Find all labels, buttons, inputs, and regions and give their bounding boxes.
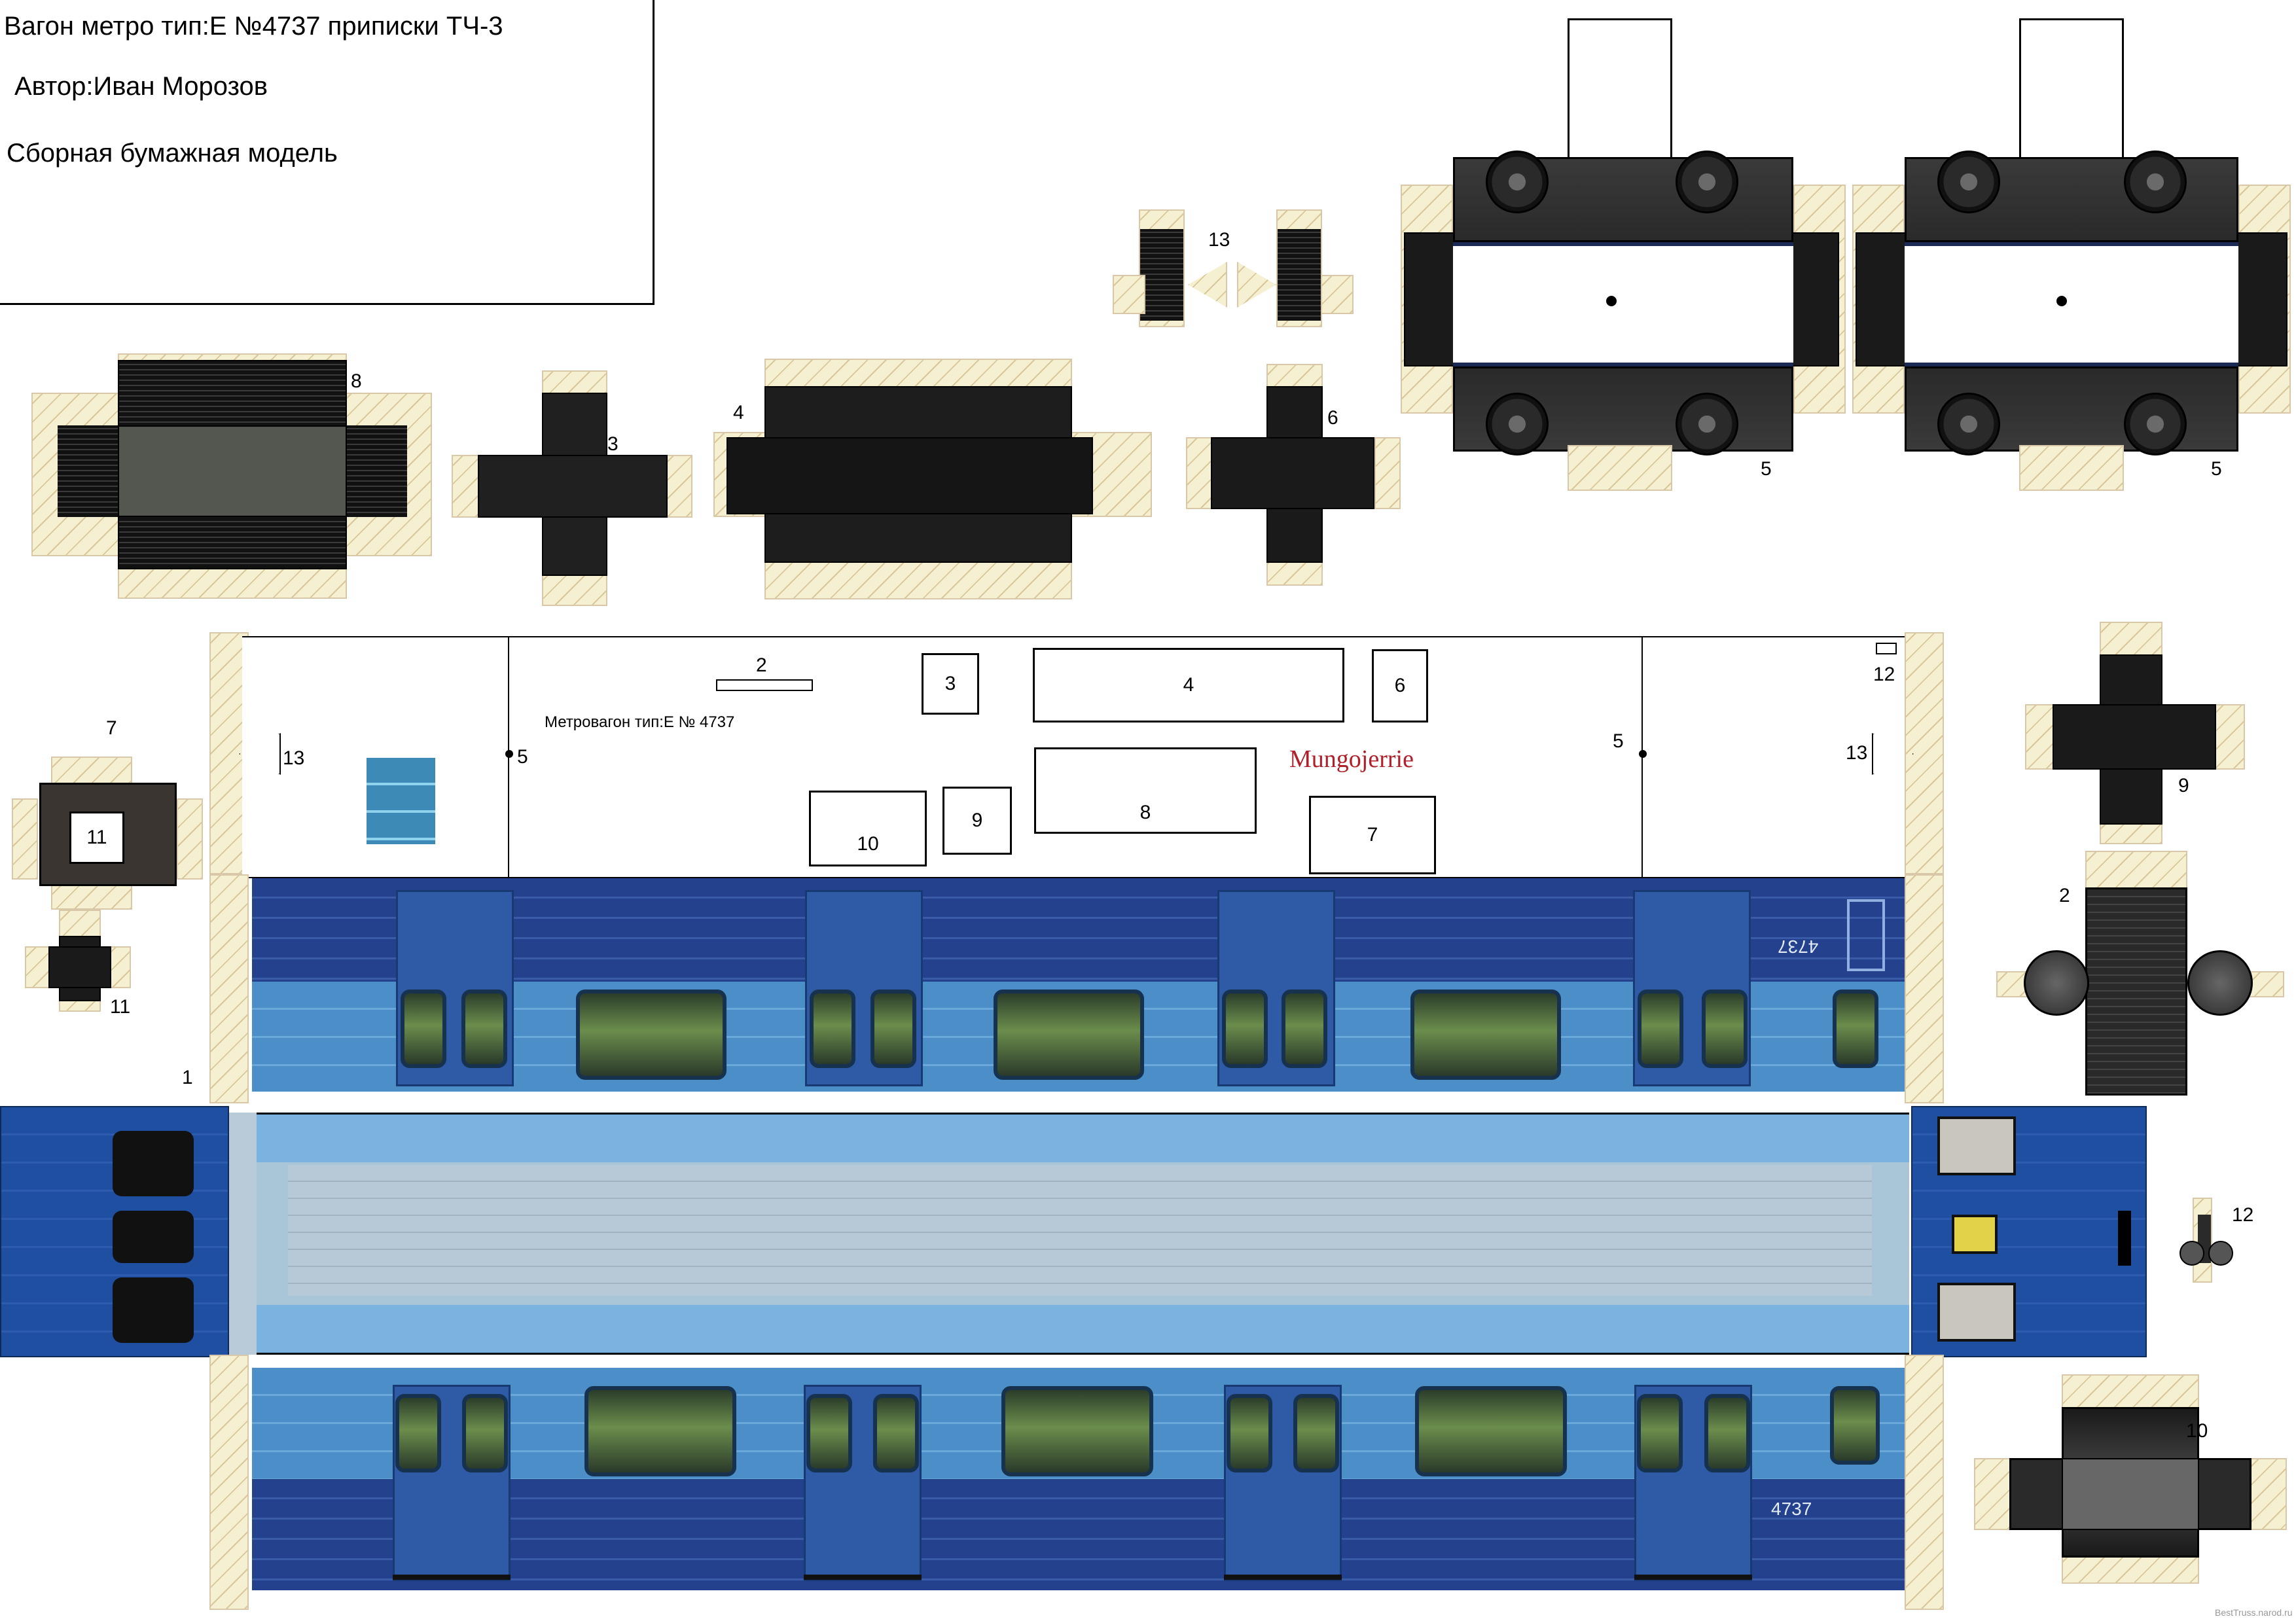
roof-label-13-right: 13 xyxy=(1846,742,1868,764)
roof-slot-10: 10 xyxy=(809,791,927,866)
page-title: Вагон метро тип:Е №4737 приписки ТЧ-3 xyxy=(4,12,503,41)
roof-label-5-right: 5 xyxy=(1613,730,1624,752)
roof-label-12: 12 xyxy=(1873,664,1895,685)
side-number-upper: 4737 xyxy=(1778,936,1819,957)
roof-slot-6: 6 xyxy=(1372,649,1428,722)
label-3-part: 3 xyxy=(607,433,619,455)
roof-slot-8: 8 xyxy=(1034,747,1257,834)
label-8-part: 8 xyxy=(351,370,362,392)
label-9-part: 9 xyxy=(2178,775,2189,796)
watermark: BestTruss.narod.ru xyxy=(2215,1607,2293,1618)
label-13-top: 13 xyxy=(1208,229,1230,251)
label-5-bogie-right: 5 xyxy=(2211,458,2222,480)
subtitle-line: Сборная бумажная модель xyxy=(7,139,338,168)
author-line: Автор:Иван Морозов xyxy=(14,72,268,101)
roof-caption: Метровагон тип:Е № 4737 xyxy=(545,713,735,731)
roof-slot-9: 9 xyxy=(942,787,1012,855)
label-12-part: 12 xyxy=(2232,1204,2254,1226)
roof-label-5-left: 5 xyxy=(517,746,528,768)
side-number-lower: 4737 xyxy=(1771,1499,1812,1519)
roof-slot-7: 7 xyxy=(1309,796,1436,874)
label-4-part: 4 xyxy=(733,402,744,423)
label-10-part: 10 xyxy=(2186,1420,2208,1442)
label-2-part: 2 xyxy=(2059,885,2070,906)
label-5-bogie-left: 5 xyxy=(1761,458,1772,480)
label-7-part: 7 xyxy=(106,717,117,739)
roof-logo: Mungojerrie xyxy=(1289,745,1414,773)
label-1: 1 xyxy=(182,1067,193,1088)
label-6-part: 6 xyxy=(1327,407,1338,429)
label-11-part: 11 xyxy=(110,996,131,1018)
roof-label-13-left: 13 xyxy=(283,747,305,769)
header-box xyxy=(0,0,655,305)
roof-slot-2: 2 xyxy=(756,654,767,676)
roof-slot-3: 3 xyxy=(922,653,979,715)
roof-slot-4: 4 xyxy=(1033,648,1344,722)
